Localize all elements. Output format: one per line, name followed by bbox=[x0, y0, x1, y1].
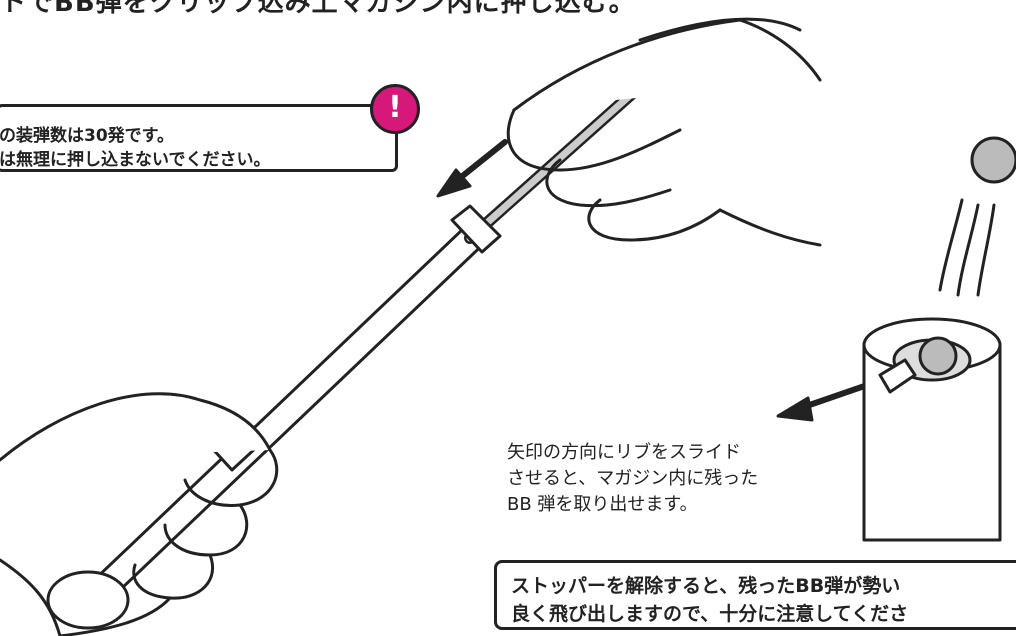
warning-box: の装弾数は30発です。 は無理に押し込まないでください。 bbox=[0, 104, 398, 172]
hand-top-icon bbox=[506, 17, 822, 247]
hand-bottom-icon bbox=[0, 392, 279, 636]
warning-icon: ! bbox=[370, 84, 420, 134]
warning-line-2: は無理に押し込まないでください。 bbox=[0, 150, 271, 170]
caution-box: ストッパーを解除すると、残ったBB弾が勢い 良く飛び出しますので、十分に注意して… bbox=[494, 560, 1016, 630]
arrow-icon bbox=[436, 139, 908, 422]
caption-line-2: させると、マガジン内に残った bbox=[507, 468, 759, 489]
header-fragment: トでBB弾をクリップ込み上マガジン内に押し込む。 bbox=[0, 0, 636, 18]
caution-line-1: ストッパーを解除すると、残ったBB弾が勢い bbox=[511, 575, 901, 597]
warning-line-1: の装弾数は30発です。 bbox=[0, 126, 174, 146]
bb-pellet-icon bbox=[918, 136, 1016, 376]
caution-line-2: 良く飛び出しますので、十分に注意してくださ bbox=[511, 603, 909, 625]
caption: 矢印の方向にリブをスライド させると、マガジン内に残った BB 弾を取り出せます… bbox=[507, 440, 847, 518]
caption-line-3: BB 弾を取り出せます。 bbox=[507, 494, 698, 515]
caption-line-1: 矢印の方向にリブをスライド bbox=[507, 442, 741, 463]
